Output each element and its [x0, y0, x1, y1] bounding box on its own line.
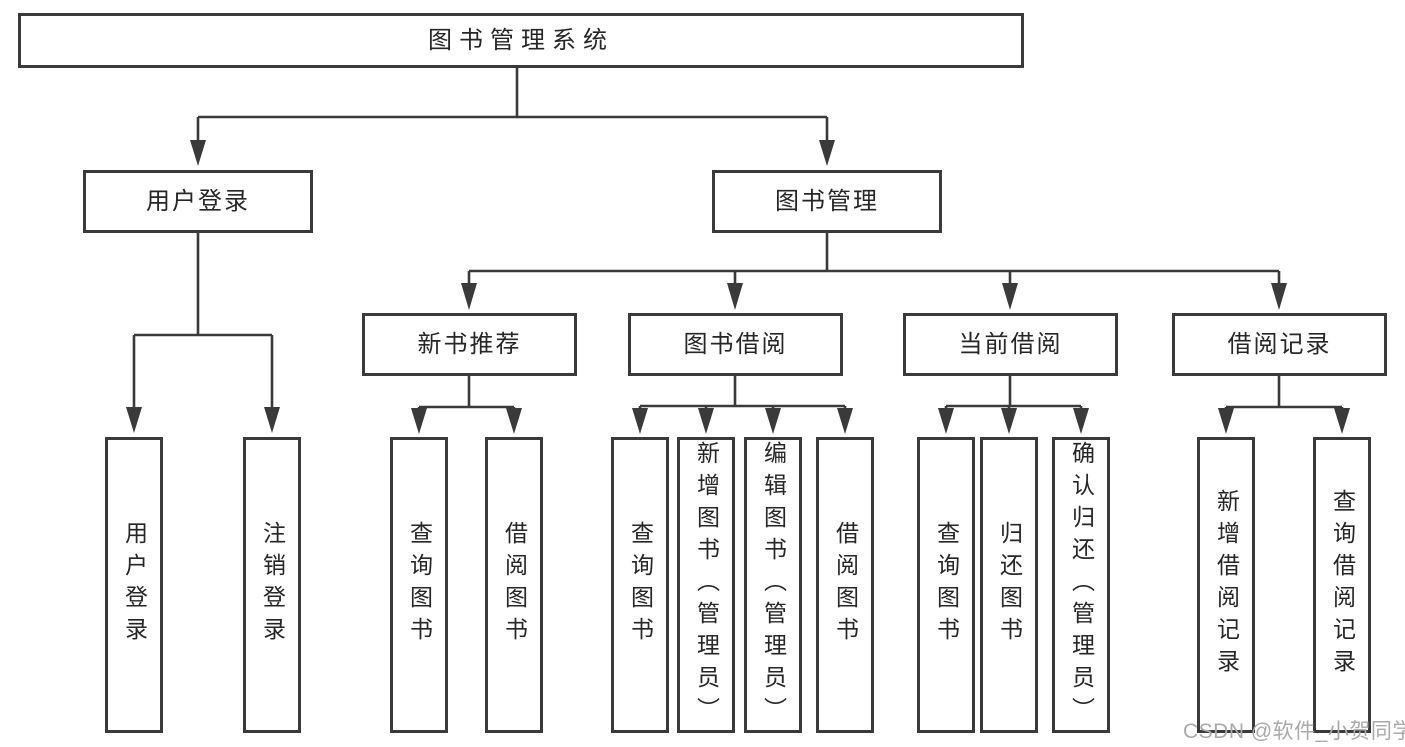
node-new-book-recommendation: 新书推荐	[362, 313, 577, 376]
node-label: 新书推荐	[417, 330, 522, 358]
node-user-login-action: 用户登录	[105, 437, 163, 733]
node-label: 归还图书	[996, 521, 1023, 649]
node-label: 注销登录	[259, 521, 286, 649]
node-label: 新增借阅记录	[1213, 489, 1240, 681]
node-label: 图书管理系统	[428, 26, 614, 54]
node-label: 查询借阅记录	[1329, 489, 1356, 681]
node-label: 新增图书（管理员）	[693, 441, 720, 729]
csdn-watermark: CSDN @软件_小贺同学	[1183, 720, 1405, 743]
node-label: 用户登录	[146, 187, 250, 215]
node-user-login: 用户登录	[83, 170, 313, 233]
node-label: 借阅图书	[832, 521, 859, 649]
node-label: 查询图书	[627, 521, 654, 649]
node-label: 用户登录	[121, 521, 148, 649]
node-book-management: 图书管理	[712, 170, 942, 233]
node-library-management-system: 图书管理系统	[18, 13, 1024, 68]
node-borrowing-records: 借阅记录	[1172, 313, 1387, 376]
node-label: 借阅图书	[501, 521, 528, 649]
node-book-borrowing: 图书借阅	[628, 313, 843, 376]
node-current-borrowing: 当前借阅	[903, 313, 1118, 376]
node-label: 借阅记录	[1227, 330, 1332, 358]
node-label: 编辑图书（管理员）	[760, 441, 787, 729]
node-label: 确认归还（管理员）	[1068, 441, 1095, 729]
node-borrow-books-recommend: 借阅图书	[485, 437, 543, 733]
node-query-books-current: 查询图书	[917, 437, 975, 733]
node-add-borrow-record: 新增借阅记录	[1197, 437, 1255, 733]
node-logout-action: 注销登录	[243, 437, 301, 733]
node-query-books-recommend: 查询图书	[390, 437, 448, 733]
node-label: 图书管理	[775, 187, 879, 215]
node-edit-books-admin: 编辑图书（管理员）	[744, 437, 802, 733]
node-add-books-admin: 新增图书（管理员）	[677, 437, 735, 733]
node-borrow-books-borrow: 借阅图书	[816, 437, 874, 733]
node-label: 图书借阅	[683, 330, 788, 358]
node-label: 查询图书	[933, 521, 960, 649]
node-return-books: 归还图书	[980, 437, 1038, 733]
node-label: 查询图书	[406, 521, 433, 649]
node-label: 当前借阅	[958, 330, 1063, 358]
node-query-books-borrow: 查询图书	[611, 437, 669, 733]
node-query-borrow-record: 查询借阅记录	[1313, 437, 1371, 733]
node-confirm-return-admin: 确认归还（管理员）	[1052, 437, 1110, 733]
